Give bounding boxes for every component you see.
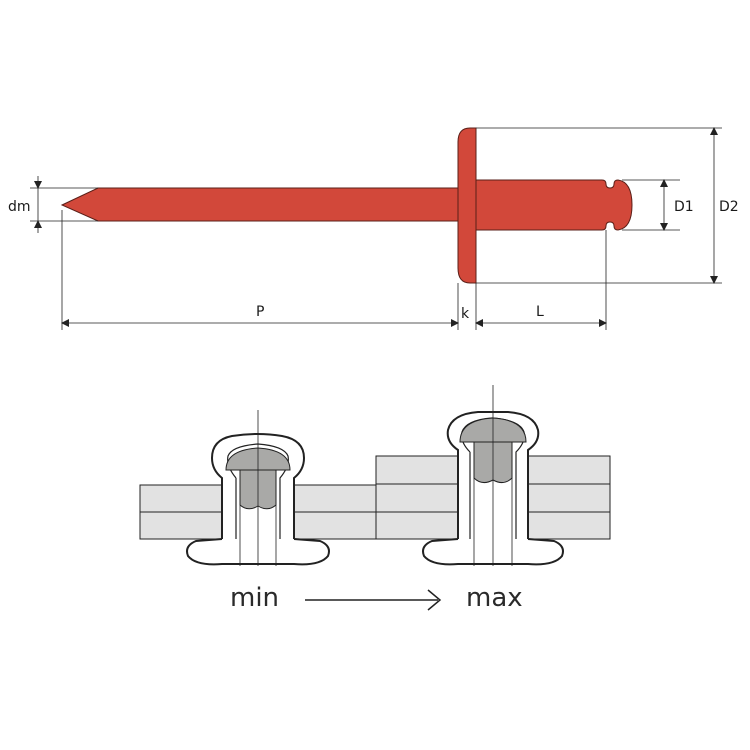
rivet-side-view [60,127,633,284]
dimension-lengths [61,210,607,330]
min-label: min [230,583,279,613]
l-label: L [536,304,544,320]
plate-max-right-3 [527,511,611,540]
dimension-d2 [476,127,722,284]
arrow-right-icon [305,589,442,611]
plate-min-right-bottom [293,511,377,540]
dm-label: dm [8,199,31,215]
plate-max-left-2 [375,483,459,513]
rivet-installed-min [186,410,330,566]
plate-max-left-1 [375,455,459,485]
rivet-head [457,127,477,284]
k-label: k [461,306,470,322]
max-label: max [466,583,523,613]
dimension-dm [30,176,98,233]
d1-label: D1 [674,199,694,215]
dimension-d1 [622,179,680,231]
plate-min-left-bottom [139,511,223,540]
plates [139,455,611,540]
d2-label: D2 [719,199,739,215]
plate-max-right-2 [527,483,611,513]
p-label: P [256,304,264,320]
plate-max-right-1 [527,455,611,485]
rivet-installed-max [422,385,564,566]
rivet-body [475,179,633,231]
plate-min-left-top [139,484,223,513]
plate-max-left-3 [375,511,459,540]
mandrel-shank [60,187,463,222]
plate-min-right-top [293,484,377,513]
